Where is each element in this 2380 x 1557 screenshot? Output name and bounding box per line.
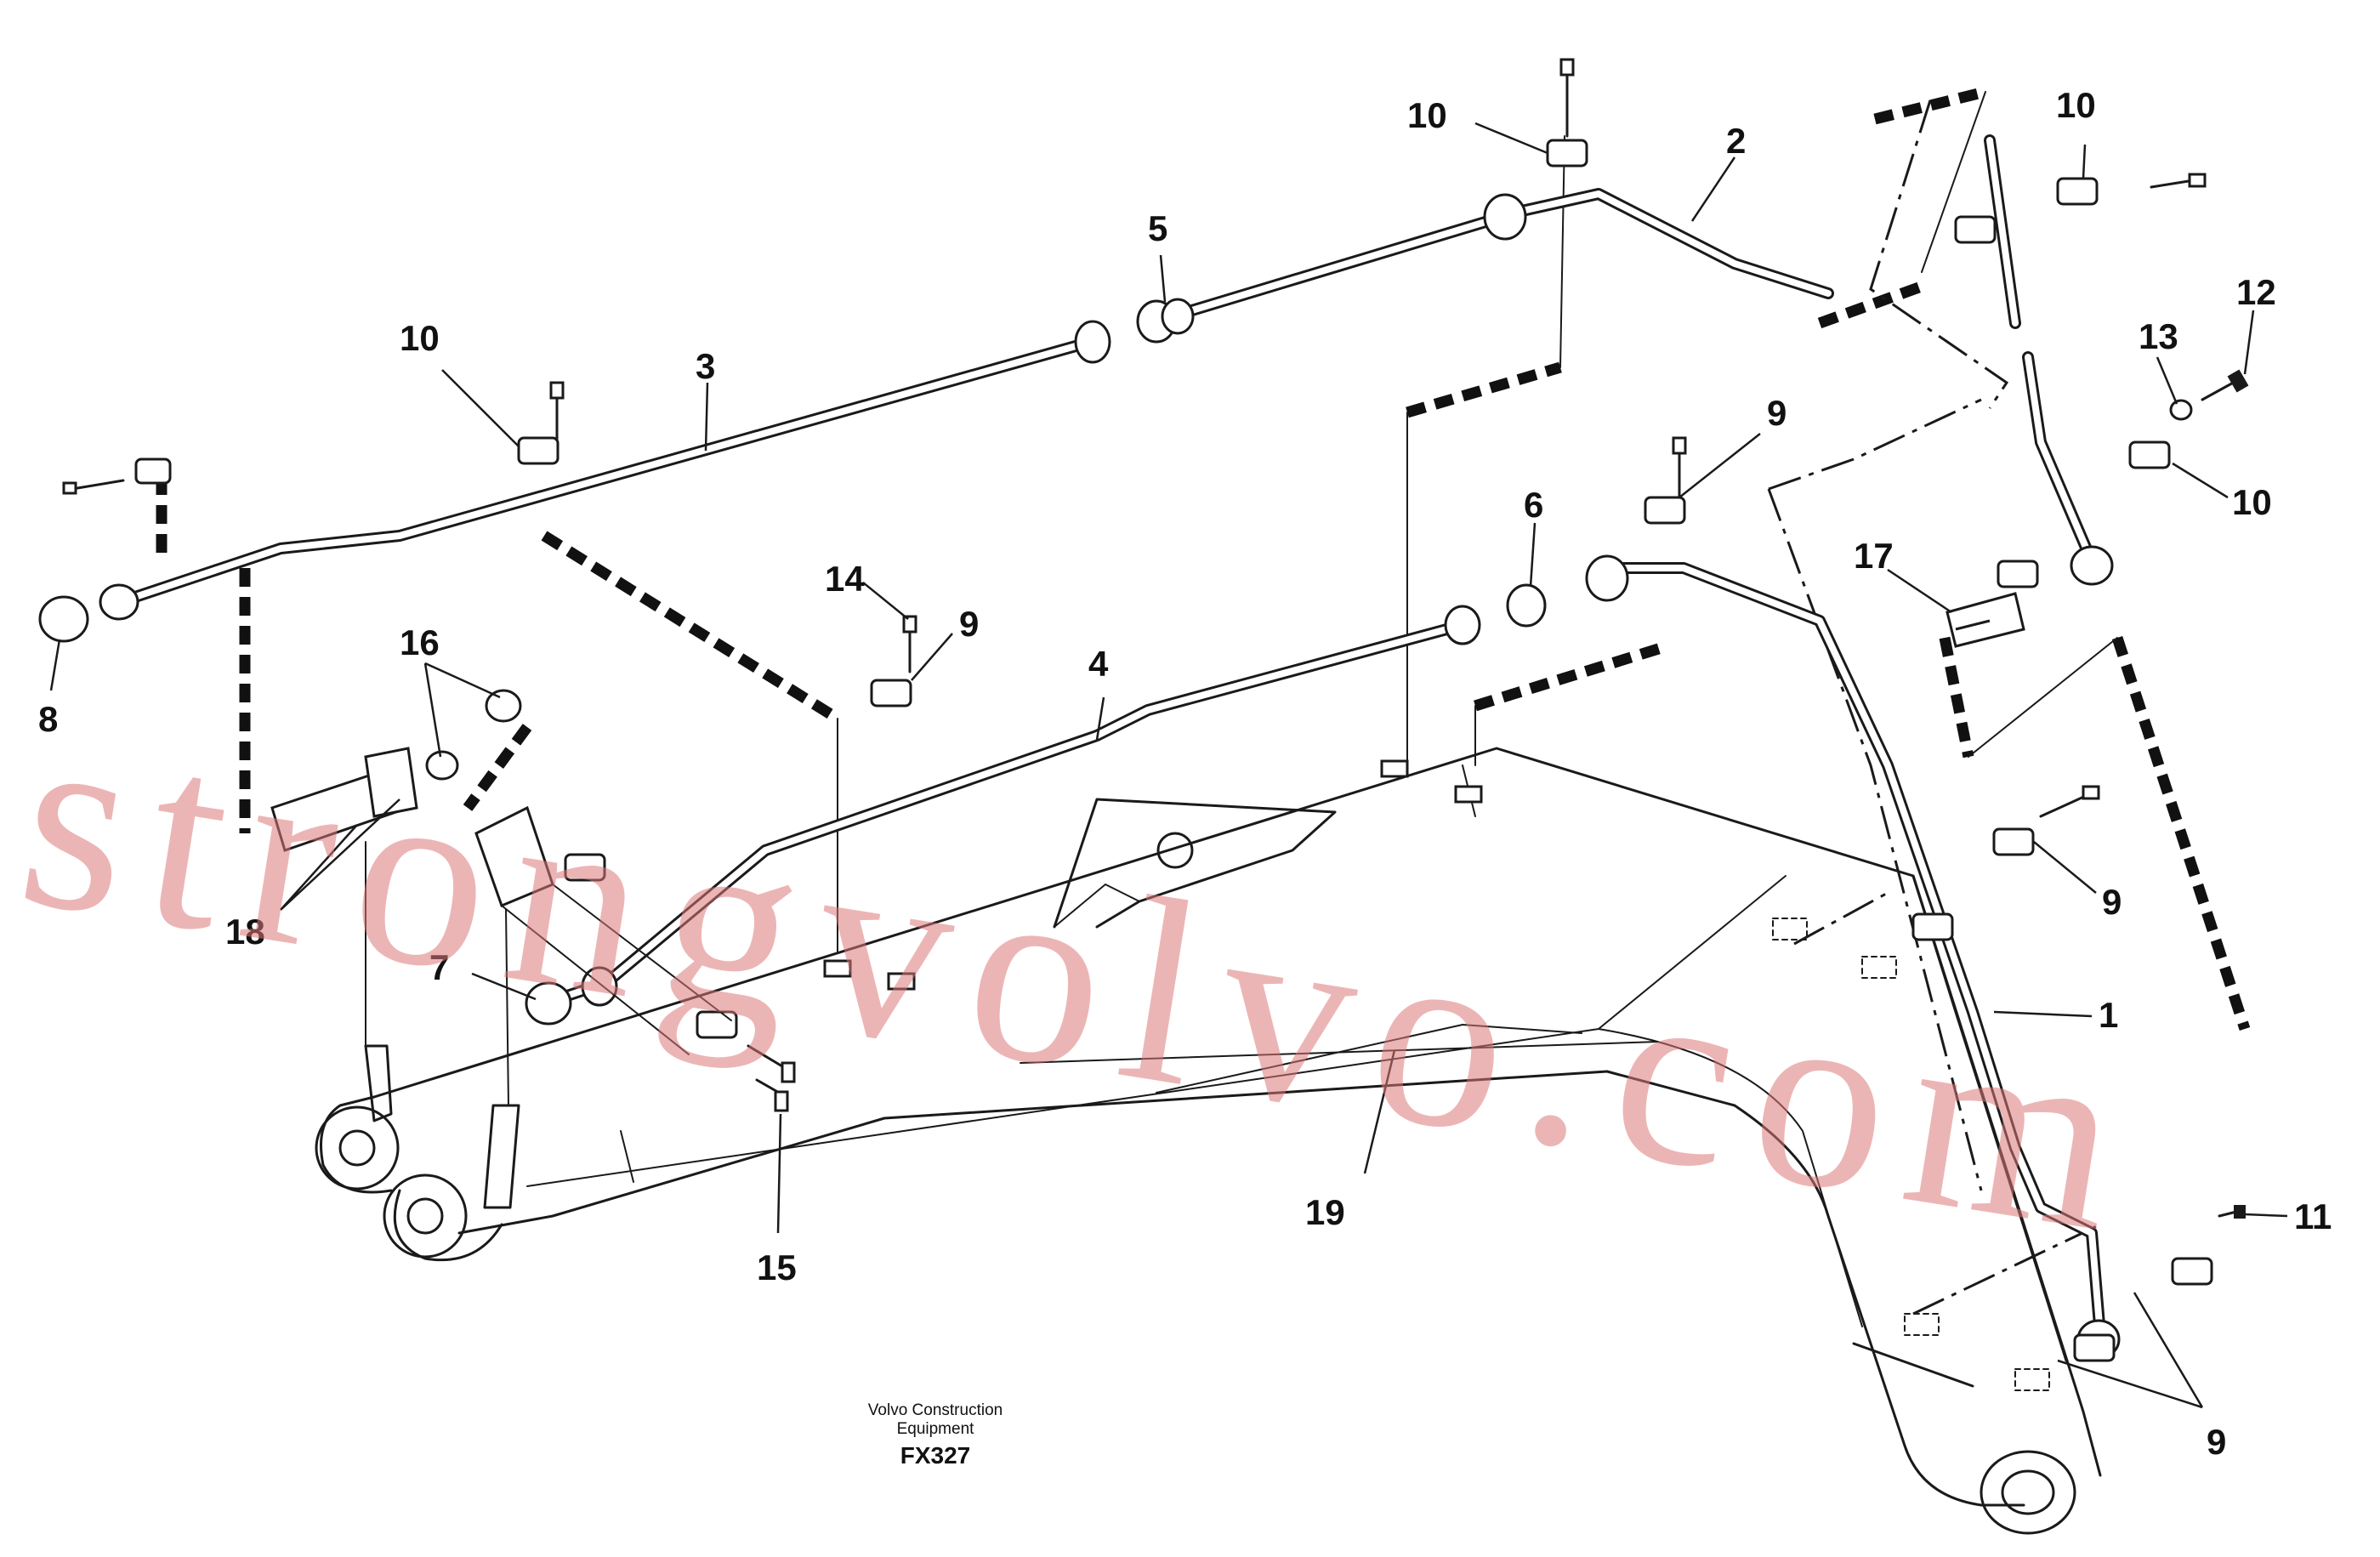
callout-label: 19 (1305, 1192, 1345, 1232)
callout-label: 1 (2099, 995, 2118, 1035)
credit-line-1: Volvo Construction (867, 1401, 1003, 1419)
callout-label: 17 (1854, 536, 1894, 576)
callout-label: 14 (825, 559, 865, 599)
callout-labels: 1 2 3 4 5 6 7 8 9 9 9 9 10 10 10 10 11 1… (38, 85, 2332, 1462)
callout-label: 9 (2102, 882, 2122, 922)
callout-label: 9 (2207, 1422, 2226, 1462)
callout-label: 2 (1726, 121, 1746, 161)
assembly-dashed-lines (156, 86, 2251, 1031)
callout-label: 9 (959, 604, 979, 644)
figure-code: FX327 (900, 1442, 971, 1469)
callout-label: 13 (2139, 316, 2178, 356)
brackets (270, 592, 2025, 1106)
callout-label: 5 (1148, 208, 1167, 248)
credit-block: Volvo Construction Equipment FX327 (816, 1401, 1054, 1469)
callout-label: 10 (400, 318, 440, 358)
callout-label: 10 (2056, 85, 2096, 125)
credit-line-2: Equipment (896, 1420, 974, 1438)
callout-label: 15 (757, 1247, 797, 1287)
callout-label: 11 (2294, 1196, 2332, 1236)
callout-label: 4 (1088, 644, 1109, 684)
callout-label: 8 (38, 699, 58, 739)
fittings (38, 58, 2249, 1360)
callout-label: 9 (1767, 393, 1786, 433)
callout-label: 12 (2236, 272, 2276, 312)
callout-label: 3 (696, 346, 715, 386)
center-lines (1767, 99, 2101, 1315)
boom-structure (315, 747, 2102, 1535)
callout-label: 6 (1524, 485, 1543, 525)
hydraulic-pipes (122, 134, 2106, 1341)
callout-leaders (49, 122, 2288, 1409)
callout-label: 7 (429, 947, 449, 987)
callout-label: 10 (1407, 95, 1447, 135)
callout-label: 18 (225, 912, 265, 952)
clamps (134, 139, 2213, 1362)
callout-label: 10 (2232, 482, 2272, 522)
callout-label: 16 (400, 622, 440, 662)
